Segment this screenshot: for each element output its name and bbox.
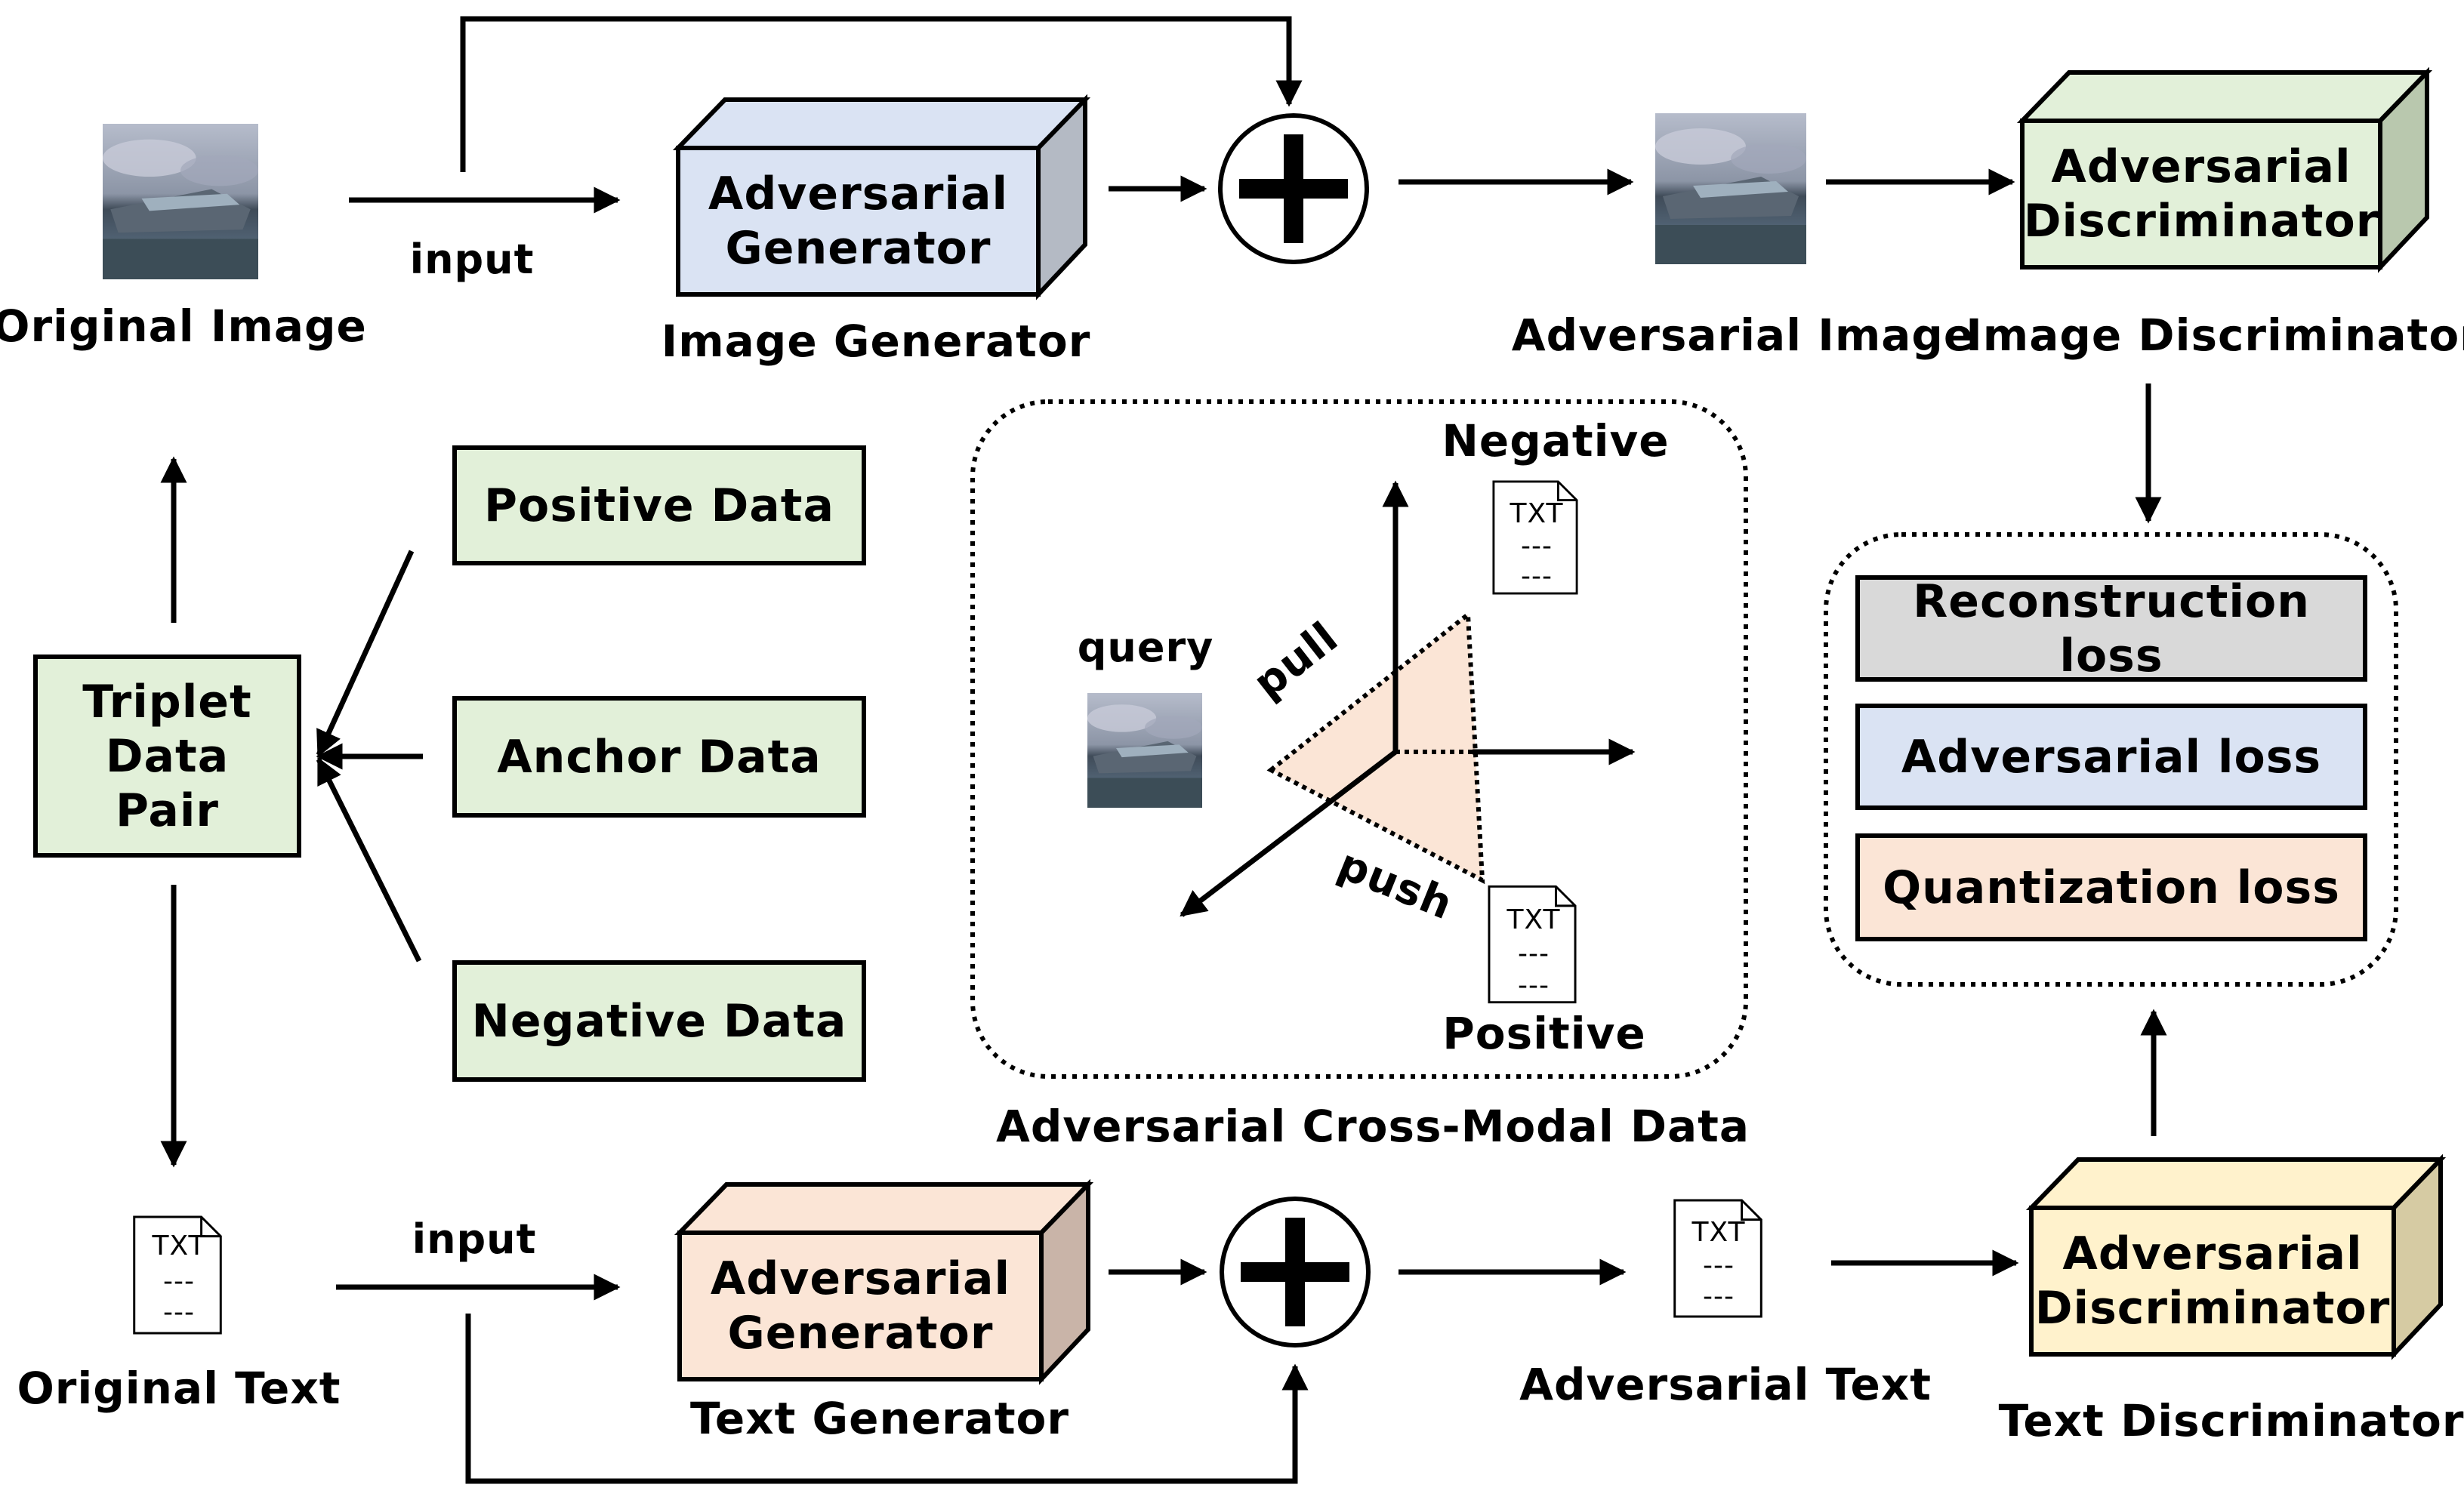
query-label: query [1077,624,1214,671]
text-skip-connection-arrow [465,1314,1309,1484]
negative-data-box [452,960,866,1082]
text-input-label: input [412,1215,537,1263]
text-generator-box [674,1178,1094,1385]
image-skip-connection-arrow [460,16,1303,172]
positive-doc-line-2: --- [1518,970,1550,1001]
text-plus-icon [1220,1197,1371,1348]
cross-modal-region [970,399,1748,1079]
adversarial-image-label: Adversarial Image [1511,310,1975,361]
anchor-data-box [452,696,866,818]
adversarial-text-doc-line-2: --- [1703,1281,1735,1312]
original-image-thumbnail [103,124,258,279]
negative-label: Negative [1442,415,1670,467]
adversarial-loss-text: Adversarial loss [1901,730,2322,784]
original-image-label: Original Image [0,300,367,352]
quantization-loss-text: Quantization loss [1883,861,2340,914]
positive-data-box [452,445,866,565]
adversarial-loss-box [1855,704,2367,810]
image-discriminator-box [2016,66,2433,273]
adversarial-text-doc-header: TXT [1691,1217,1746,1248]
anchor-data-text: Anchor Data [497,730,822,784]
cross-modal-caption: Adversarial Cross-Modal Data [995,1101,1750,1152]
image-plus-icon [1218,113,1369,264]
original-text-label: Original Text [17,1363,341,1414]
original-text-doc-line-1: --- [163,1266,195,1297]
original-text-doc-header: TXT [152,1230,206,1261]
image-input-label: input [409,236,535,283]
adversarial-image-thumbnail [1655,113,1806,264]
quantization-loss-box [1855,833,2367,941]
text-generator-caption: Text Generator [689,1393,1070,1444]
triplet-data-pair-box [33,655,301,858]
loss-region [1824,532,2398,987]
text-discriminator-box [2025,1153,2447,1360]
negative-to-triplet-arrow [316,756,422,963]
positive-data-text: Positive Data [484,479,834,532]
text-discriminator-caption: Text Discriminator [1998,1395,2464,1446]
reconstruction-loss-text: Reconstruction loss [1913,574,2310,682]
positive-to-triplet-arrow [316,550,415,758]
original-text-doc-line-2: --- [163,1297,195,1328]
negative-doc-line-2: --- [1521,561,1553,592]
reconstruction-loss-box [1855,575,2367,682]
adversarial-text-label: Adversarial Text [1519,1359,1932,1410]
image-discriminator-caption: Image Discriminator [1966,310,2464,361]
positive-doc-line-1: --- [1518,938,1550,969]
negative-doc-header: TXT [1510,498,1564,529]
image-generator-box [672,94,1091,300]
triplet-triangle [1266,610,1485,885]
axis-z-arrow [1180,750,1398,917]
image-generator-caption: Image Generator [661,316,1091,367]
negative-data-text: Negative Data [471,994,847,1048]
positive-label: Positive [1442,1008,1646,1059]
positive-doc-header: TXT [1506,904,1561,935]
negative-doc-line-1: --- [1521,531,1553,562]
query-image-thumbnail [1087,693,1202,808]
adversarial-text-doc-line-1: --- [1703,1250,1735,1281]
